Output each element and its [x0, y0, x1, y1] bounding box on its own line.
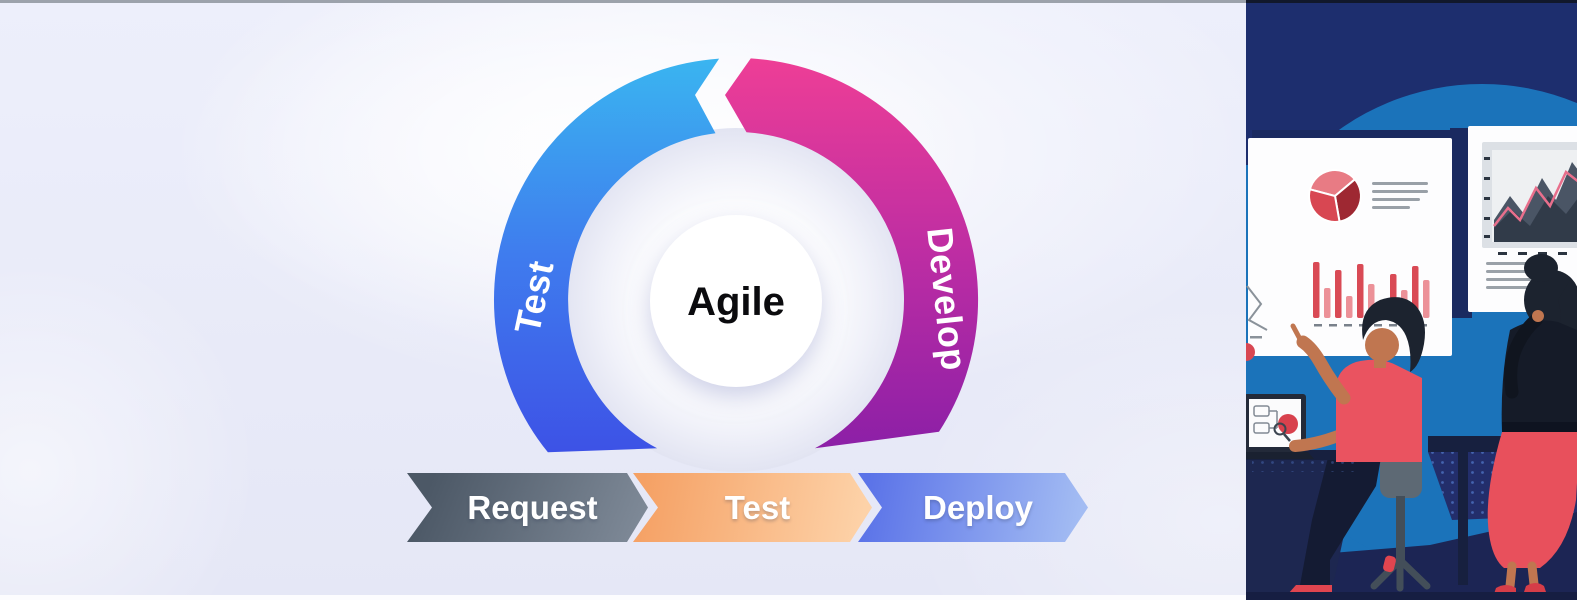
woman-hand [1532, 310, 1544, 322]
cycle-segment-develop-arc [725, 58, 979, 449]
woman-shoe [1494, 585, 1516, 594]
pie-chart-icon [1308, 169, 1362, 223]
woman-skirt [1487, 432, 1577, 568]
woman-arm [1504, 313, 1543, 399]
magnifier-icon [1273, 422, 1291, 442]
woman-shoe [1524, 583, 1546, 592]
standing-desk [1428, 436, 1512, 585]
cycle-diagram-panel: Agile Test Develop Request Test Deploy [0, 0, 1246, 600]
cycle-segment-test-arc [493, 58, 720, 453]
woman-figure [1487, 254, 1577, 594]
man-legs [1300, 450, 1382, 585]
bar-chart-icon [1313, 262, 1430, 327]
agile-center-label: Agile [687, 280, 785, 324]
process-step-request: Request [407, 473, 648, 542]
man-face [1365, 328, 1399, 362]
laptop-icon [1246, 394, 1314, 459]
man-shirt [1336, 359, 1422, 462]
pointing-finger [1290, 323, 1304, 344]
man-hair [1362, 297, 1425, 372]
board-text-lines [1372, 182, 1428, 209]
process-step-deploy: Deploy [858, 473, 1088, 542]
area-chart-icon [1493, 162, 1577, 242]
man-figure [1288, 450, 1396, 594]
man-shoe-back [1383, 555, 1396, 573]
man-raised-arm [1296, 335, 1351, 405]
board-shadow [1450, 128, 1472, 318]
window-top-edge [0, 0, 1246, 3]
window-top-edge-dark [1246, 0, 1577, 3]
analytics-illustration-panel [1246, 0, 1577, 600]
man-upper-body [1289, 297, 1425, 462]
process-step-test: Test [633, 473, 872, 542]
process-step-test-label: Test [724, 488, 791, 526]
desk-dot-trim [1252, 461, 1356, 472]
process-step-request-label: Request [467, 488, 598, 526]
window-bottom-edge [0, 595, 1246, 600]
analytics-illustration [1246, 0, 1577, 600]
axis-ticks [1484, 157, 1567, 255]
line-chart-icon [1246, 285, 1268, 361]
floor-edge [1246, 592, 1577, 600]
agile-cycle-ring: Agile Test Develop [165, 0, 1246, 472]
agile-center-circle [650, 215, 822, 387]
process-step-deploy-label: Deploy [922, 488, 1034, 526]
chart-board [1468, 126, 1577, 312]
woman-belt [1502, 422, 1577, 434]
man-shoe [1288, 585, 1332, 594]
woman-legs [1505, 561, 1539, 591]
